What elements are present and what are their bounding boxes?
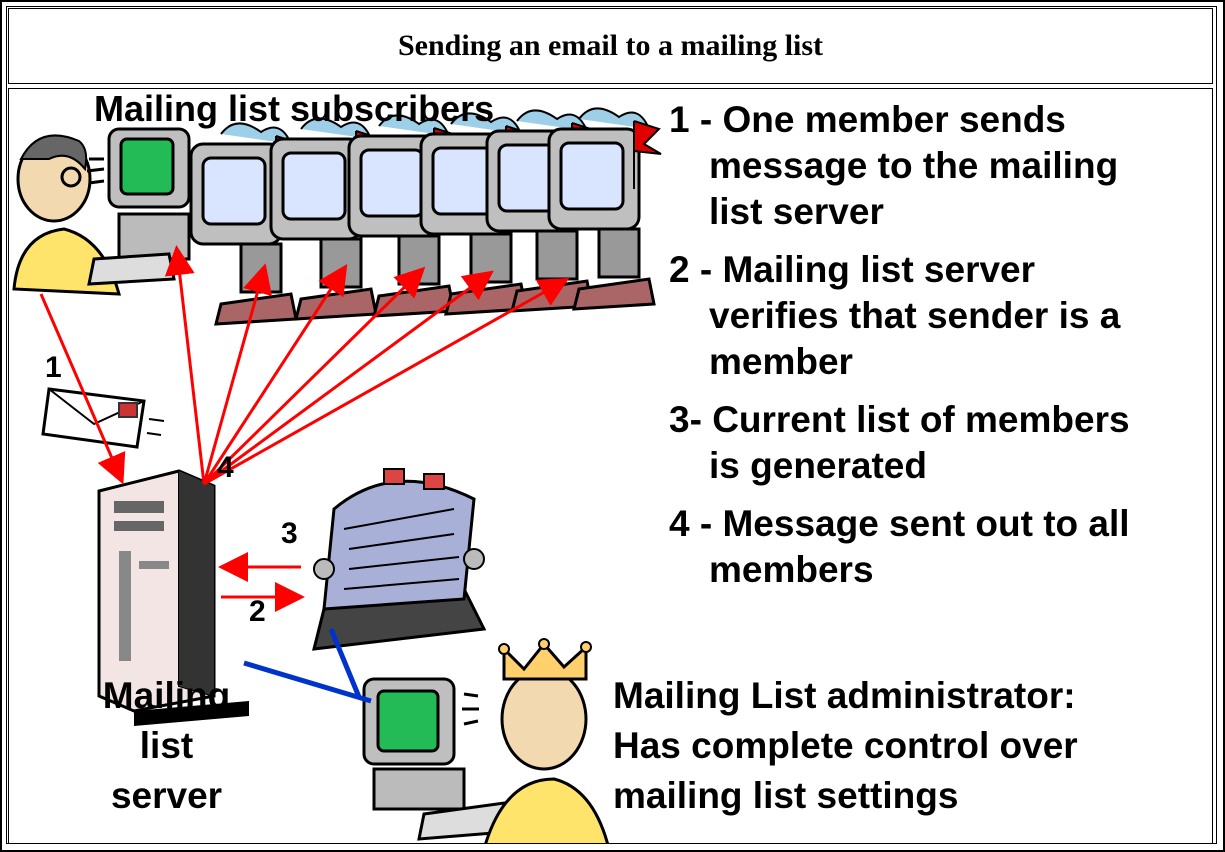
step-3-line1: Current list of members: [712, 399, 1130, 440]
server-label-line2: list: [139, 725, 194, 766]
subscribers-label: Mailing list subscribers: [94, 88, 495, 129]
arrow-to-subscriber-6: [203, 278, 570, 486]
server-label-line3: server: [110, 775, 223, 816]
step-1-line1: One member sends: [722, 99, 1066, 140]
arrow-to-subscriber-5: [203, 270, 494, 486]
step-2-line3: member: [709, 341, 853, 382]
server-label: Mailing list server: [79, 671, 254, 821]
step-3-line2: is generated: [709, 445, 927, 486]
sender-person-icon: [12, 127, 191, 296]
blue-links: [243, 628, 372, 704]
rolodex-icon: [312, 468, 487, 651]
arrow-number-3: 3: [281, 517, 298, 550]
administrator-person-icon: [362, 638, 609, 843]
step-2-number: 2 -: [669, 249, 713, 290]
arrow-to-subscriber-3: [202, 263, 348, 485]
step-3-number: 3-: [669, 399, 702, 440]
step-4-number: 4 -: [669, 503, 713, 544]
step-1-number: 1 -: [669, 99, 713, 140]
step-4-line2: members: [709, 549, 874, 590]
rolodex-admin-link: [328, 628, 362, 698]
diagram-body: Mailing list subscribers 1 4 3 2 Mailing…: [8, 88, 1213, 844]
step-3: 3- Current list of members is generated: [669, 397, 1130, 489]
arrow-to-subscriber-4: [202, 266, 426, 486]
admin-label: Mailing List administrator: Has complete…: [613, 671, 1078, 821]
arrow-number-4: 4: [217, 451, 234, 484]
step-2: 2 - Mailing list server verifies that se…: [669, 247, 1120, 385]
step-1-line3: list server: [709, 191, 884, 232]
arrow-to-subscriber-1: [164, 245, 206, 485]
arrow-step-1: [39, 293, 126, 485]
step-2-line1: Mailing list server: [722, 249, 1036, 290]
diagram-artwork: [12, 107, 662, 843]
arrow-number-1: 1: [45, 351, 62, 384]
subscriber-computer-icon: [547, 107, 662, 311]
subscriber-computers: [189, 107, 662, 326]
server-tower-icon: [97, 469, 249, 726]
server-admin-link: [243, 660, 372, 704]
step-1-line2: message to the mailing: [709, 145, 1119, 186]
admin-label-line1: Mailing List administrator:: [613, 675, 1076, 716]
red-arrows: [39, 245, 570, 612]
arrow-to-subscriber-2: [202, 263, 272, 485]
diagram-title: Sending an email to a mailing list: [8, 8, 1213, 84]
step-4: 4 - Message sent out to all members: [669, 501, 1130, 593]
step-2-line2: verifies that sender is a: [709, 295, 1121, 336]
arrow-number-2: 2: [249, 595, 266, 628]
server-label-line1: Mailing: [102, 675, 231, 716]
step-4-line1: Message sent out to all: [722, 503, 1130, 544]
step-1: 1 - One member sends message to the mail…: [669, 97, 1118, 235]
admin-label-line2: Has complete control over: [613, 725, 1078, 766]
crown-icon: [498, 638, 592, 681]
admin-label-line3: mailing list settings: [613, 775, 959, 816]
